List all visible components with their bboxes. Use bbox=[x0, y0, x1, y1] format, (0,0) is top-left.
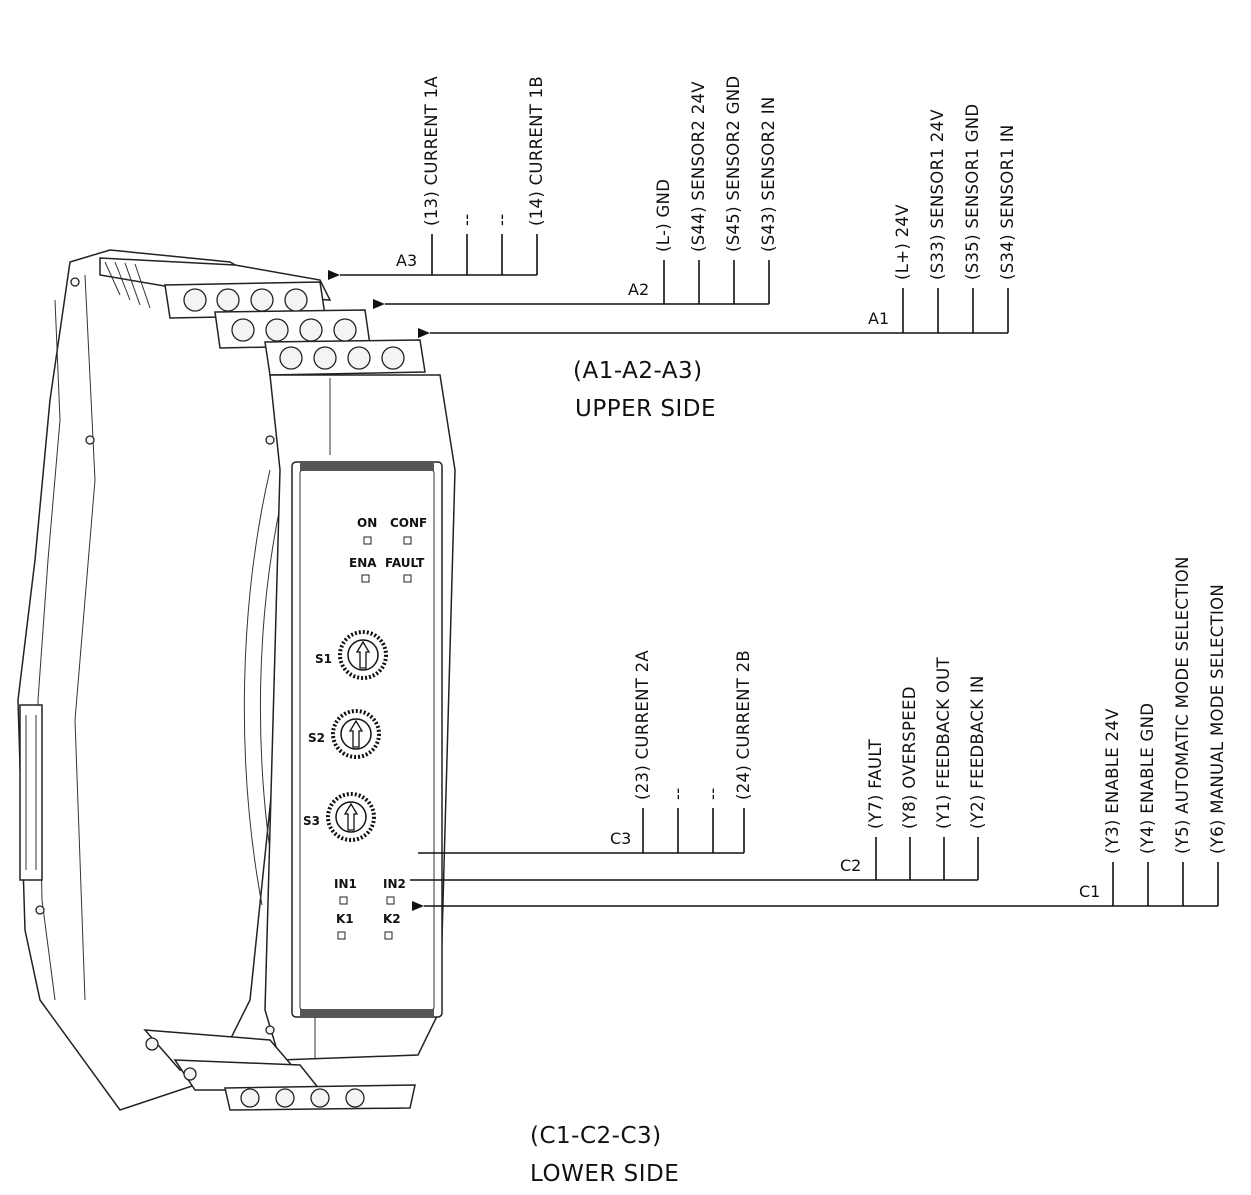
pin-label: (Y6) MANUAL MODE SELECTION bbox=[1208, 584, 1227, 854]
upper-side-caption-line1: (A1-A2-A3) bbox=[573, 358, 703, 384]
group-label-c1: C1 bbox=[1079, 882, 1100, 901]
pin-label: (Y1) FEEDBACK OUT bbox=[934, 656, 953, 829]
led-label-on: ON bbox=[357, 516, 377, 530]
pin-label: (S45) SENSOR2 GND bbox=[724, 76, 743, 252]
pin-label: (S35) SENSOR1 GND bbox=[963, 104, 982, 280]
connector-group-a3: A3 (13) CURRENT 1A -- -- (14) CURRENT 1B bbox=[328, 76, 546, 280]
pin-label: (Y4) ENABLE GND bbox=[1138, 703, 1157, 854]
rotary-switch-s2[interactable]: S2 bbox=[308, 709, 381, 759]
led-label-fault: FAULT bbox=[385, 556, 425, 570]
pin-label: (13) CURRENT 1A bbox=[422, 76, 441, 226]
lower-side-caption-line2: LOWER SIDE bbox=[530, 1161, 679, 1187]
connector-group-a1: A1 (L+) 24V (S33) SENSOR1 24V (S35) SENS… bbox=[418, 104, 1017, 338]
led-label-k1: K1 bbox=[336, 912, 354, 926]
pin-label: -- bbox=[703, 787, 722, 800]
led-on bbox=[363, 536, 372, 545]
rotary-switch-s3[interactable]: S3 bbox=[303, 792, 376, 842]
switch-label-s1: S1 bbox=[315, 652, 332, 666]
led-in1 bbox=[339, 896, 348, 905]
pin-label: (Y5) AUTOMATIC MODE SELECTION bbox=[1173, 556, 1192, 854]
lower-side-caption-line1: (C1-C2-C3) bbox=[530, 1123, 662, 1149]
pin-label: (Y2) FEEDBACK IN bbox=[968, 675, 987, 829]
pin-label: (24) CURRENT 2B bbox=[734, 650, 753, 800]
device-module bbox=[17, 249, 456, 1111]
led-label-ena: ENA bbox=[349, 556, 377, 570]
pin-label: -- bbox=[457, 213, 476, 226]
front-panel: ON CONF ENA FAULT S1 S2 S3 IN1 IN2 bbox=[303, 516, 427, 940]
pin-label: (L+) 24V bbox=[893, 204, 912, 280]
led-k2 bbox=[384, 931, 393, 940]
connector-group-c3: C3 (23) CURRENT 2A -- -- (24) CURRENT 2B bbox=[418, 650, 753, 854]
group-label-a2: A2 bbox=[628, 280, 649, 299]
led-label-in1: IN1 bbox=[334, 877, 357, 891]
group-label-a1: A1 bbox=[868, 309, 889, 328]
pin-label: (Y3) ENABLE 24V bbox=[1103, 708, 1122, 854]
led-ena bbox=[361, 574, 370, 583]
pin-label: (S34) SENSOR1 IN bbox=[998, 124, 1017, 280]
pin-label: -- bbox=[492, 213, 511, 226]
connector-group-a2: A2 (L-) GND (S44) SENSOR2 24V (S45) SENS… bbox=[373, 76, 778, 309]
group-label-a3: A3 bbox=[396, 251, 417, 270]
led-in2 bbox=[386, 896, 395, 905]
arrow-icon bbox=[348, 719, 364, 748]
arrow-icon bbox=[355, 640, 371, 669]
led-label-k2: K2 bbox=[383, 912, 401, 926]
pin-label: (Y8) OVERSPEED bbox=[900, 686, 919, 829]
pin-label: (S43) SENSOR2 IN bbox=[759, 96, 778, 252]
led-label-conf: CONF bbox=[390, 516, 427, 530]
upper-connectors: A3 (13) CURRENT 1A -- -- (14) CURRENT 1B… bbox=[328, 76, 1017, 422]
pin-label: (14) CURRENT 1B bbox=[527, 76, 546, 226]
upper-side-caption-line2: UPPER SIDE bbox=[575, 396, 716, 422]
led-fault bbox=[403, 574, 412, 583]
group-label-c3: C3 bbox=[610, 829, 631, 848]
lower-connectors: C3 (23) CURRENT 2A -- -- (24) CURRENT 2B… bbox=[410, 556, 1227, 1187]
pin-label: (L-) GND bbox=[654, 179, 673, 252]
led-conf bbox=[403, 536, 412, 545]
pin-label: (S33) SENSOR1 24V bbox=[928, 109, 947, 280]
switch-label-s2: S2 bbox=[308, 731, 325, 745]
pin-label: -- bbox=[668, 787, 687, 800]
group-label-c2: C2 bbox=[840, 856, 861, 875]
switch-label-s3: S3 bbox=[303, 814, 320, 828]
arrow-icon bbox=[343, 802, 359, 831]
led-label-in2: IN2 bbox=[383, 877, 406, 891]
pin-label: (23) CURRENT 2A bbox=[633, 650, 652, 800]
connector-group-c2: C2 (Y7) FAULT (Y8) OVERSPEED (Y1) FEEDBA… bbox=[410, 656, 987, 881]
pin-label: (S44) SENSOR2 24V bbox=[689, 81, 708, 252]
led-k1 bbox=[337, 931, 346, 940]
rotary-switch-s1[interactable]: S1 bbox=[315, 630, 388, 680]
pin-label: (Y7) FAULT bbox=[866, 738, 885, 829]
connector-group-c1: C1 (Y3) ENABLE 24V (Y4) ENABLE GND (Y5) … bbox=[412, 556, 1227, 911]
